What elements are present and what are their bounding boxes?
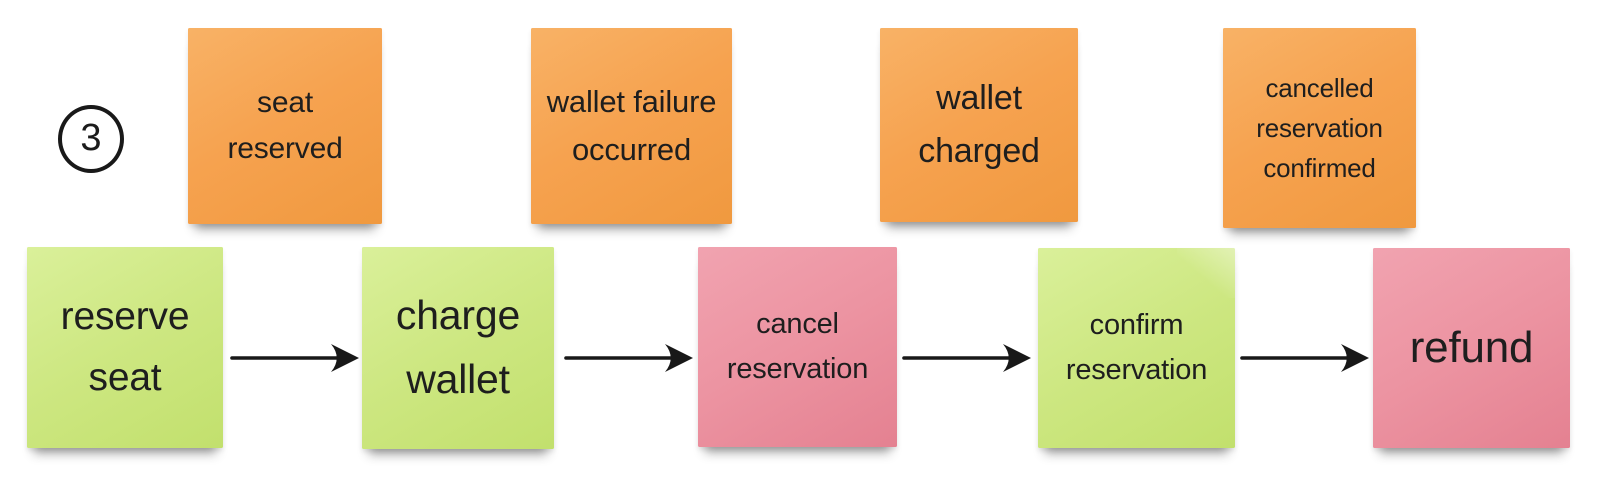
note-text: seat reserved [227,85,343,166]
step-number-label: 3 [80,117,102,159]
note-text: confirm reservation [1065,309,1208,386]
step-number-badge[interactable]: 3 [58,105,124,173]
sticky-note-refund[interactable]: refund [1373,248,1570,448]
flow-arrow-icon[interactable] [1240,341,1370,375]
note-text: charge wallet [395,292,521,402]
note-text: reserve seat [60,295,190,399]
flow-arrow-icon[interactable] [564,341,694,375]
flow-arrow-icon[interactable] [902,341,1032,375]
sticky-note-event-wallet-charged[interactable]: wallet charged [880,28,1078,222]
sticky-note-reserve-seat[interactable]: reserve seat [27,247,223,448]
note-text: cancelled reservation confirmed [1256,72,1383,184]
flow-arrow-icon[interactable] [230,341,360,375]
note-text: refund [1409,322,1534,372]
note-text: wallet failure occurred [546,83,717,167]
sticky-note-cancel-reservation[interactable]: cancel reservation [698,247,897,447]
sticky-note-charge-wallet[interactable]: charge wallet [362,247,554,449]
sticky-note-event-cancelled-reservation-confirmed[interactable]: cancelled reservation confirmed [1223,28,1416,228]
sticky-note-confirm-reservation[interactable]: confirm reservation [1038,248,1235,448]
sticky-note-event-wallet-failure-occurred[interactable]: wallet failure occurred [531,28,732,224]
note-text: cancel reservation [726,308,869,385]
sticky-note-event-seat-reserved[interactable]: seat reserved [188,28,382,224]
note-text: wallet charged [918,79,1040,170]
